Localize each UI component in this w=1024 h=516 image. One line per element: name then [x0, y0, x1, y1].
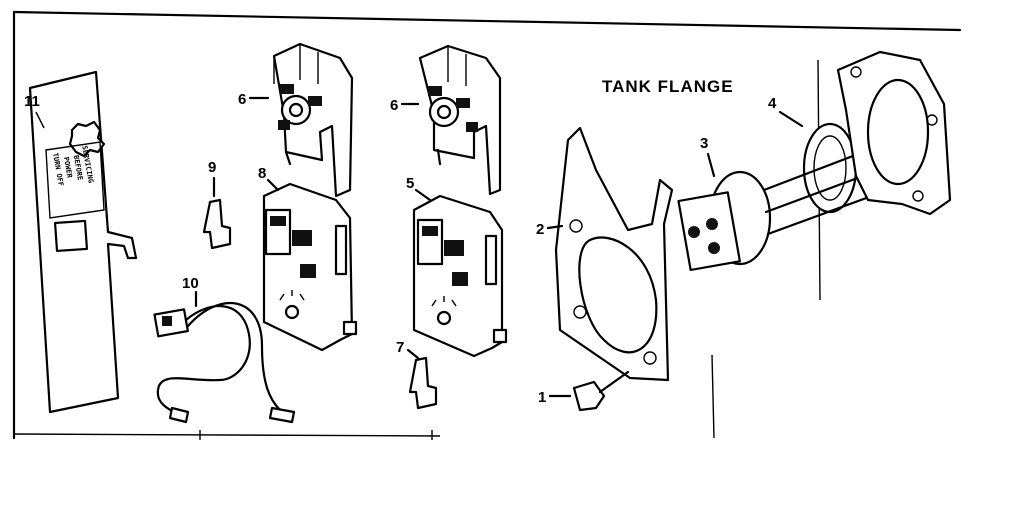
- callout-3-arrow: [706, 152, 716, 178]
- lower-thermostat-right: [412, 194, 508, 358]
- flange-gasket-ring-part-4: [802, 122, 858, 214]
- callout-2-arrow: [546, 224, 564, 230]
- tank-flange-housing: [836, 50, 952, 216]
- wire-harness-part-10: [153, 301, 296, 424]
- callout-8-arrow: [266, 178, 280, 192]
- callout-5: 5: [406, 175, 414, 192]
- lower-thermostat-left: [262, 182, 358, 352]
- warning-tag-part-11: TURN OFF POWER BEFORE SERVICING: [28, 70, 138, 414]
- mounting-bracket-part-9: [202, 198, 232, 250]
- mounting-bracket-part-7: [408, 356, 438, 410]
- callout-2: 2: [536, 221, 544, 238]
- callout-7-arrow: [406, 348, 420, 360]
- callout-1: 1: [538, 389, 546, 406]
- callout-6-left: 6: [238, 91, 246, 108]
- callout-5-arrow: [414, 188, 432, 202]
- callout-8: 8: [258, 165, 266, 182]
- callout-11-arrow: [35, 111, 45, 129]
- callout-4-arrow: [778, 110, 804, 128]
- diagram-frame: [12, 10, 962, 440]
- flange-gasket-part-2: [554, 126, 674, 382]
- diagram-title: TANK FLANGE: [602, 77, 734, 96]
- callout-4: 4: [768, 95, 777, 112]
- callout-11: 11: [24, 93, 40, 110]
- callout-7: 7: [396, 339, 404, 356]
- callout-6-right: 6: [390, 97, 398, 114]
- heating-element-head-part-3: [677, 170, 772, 272]
- upper-thermostat-left: [272, 42, 354, 198]
- callout-3: 3: [700, 135, 708, 152]
- callout-9: 9: [208, 159, 216, 176]
- flange-screw-part-1: [572, 370, 630, 412]
- warning-line-2: POWER: [62, 156, 74, 179]
- upper-thermostat-right: [418, 44, 502, 196]
- callout-10: 10: [182, 275, 199, 292]
